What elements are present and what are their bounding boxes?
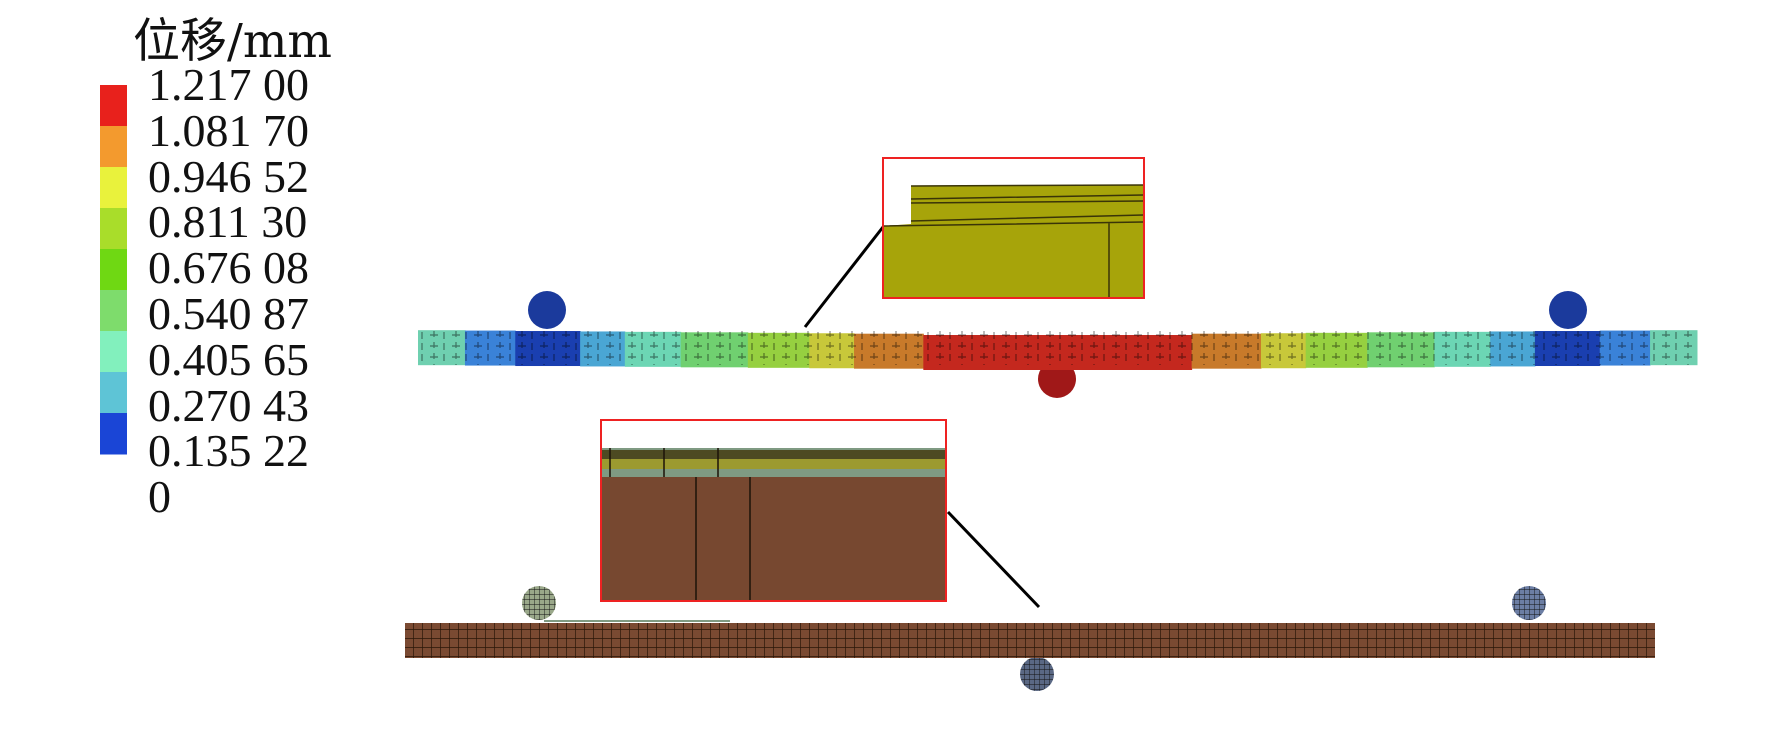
color-bar-band [100, 290, 127, 332]
color-bar-band [100, 167, 127, 209]
legend-label: 0.540 87 [148, 288, 309, 339]
legend-label: 0.811 30 [148, 196, 308, 248]
roller-mesh [522, 586, 556, 620]
color-bar-band [100, 85, 127, 127]
left-support-roller [528, 291, 566, 329]
callout-line [803, 226, 885, 328]
color-bar [100, 85, 127, 455]
color-bar-band [100, 331, 127, 373]
legend-label: 0.946 52 [148, 150, 309, 202]
roller-mesh [1512, 586, 1546, 620]
legend-label: 0.135 22 [148, 425, 309, 477]
legend-label: 0.405 65 [148, 333, 309, 385]
legend-label: 1.217 00 [148, 59, 309, 110]
callout-line [946, 510, 1041, 609]
mesh-beam-model [405, 419, 1655, 691]
legend-label: 1.081 70 [148, 104, 309, 156]
color-bar-band [100, 208, 127, 250]
color-bar-band [100, 126, 127, 168]
color-bar-band [100, 413, 127, 455]
deformed-beam-model [418, 157, 1698, 398]
beam-mesh-lines [418, 330, 1697, 365]
legend-label: 0.676 08 [148, 242, 309, 294]
right-support-roller [1549, 291, 1587, 329]
legend-label: 0 [148, 471, 171, 523]
color-bar-band [100, 372, 127, 414]
legend-title: 位移/mm [133, 14, 332, 69]
roller-mesh [1020, 657, 1054, 691]
color-bar-band [100, 249, 127, 291]
detail-inset-top [882, 157, 1145, 299]
beam-mesh [405, 623, 1655, 658]
legend-label: 0.270 43 [148, 379, 309, 431]
detail-inset-bottom [600, 419, 947, 602]
